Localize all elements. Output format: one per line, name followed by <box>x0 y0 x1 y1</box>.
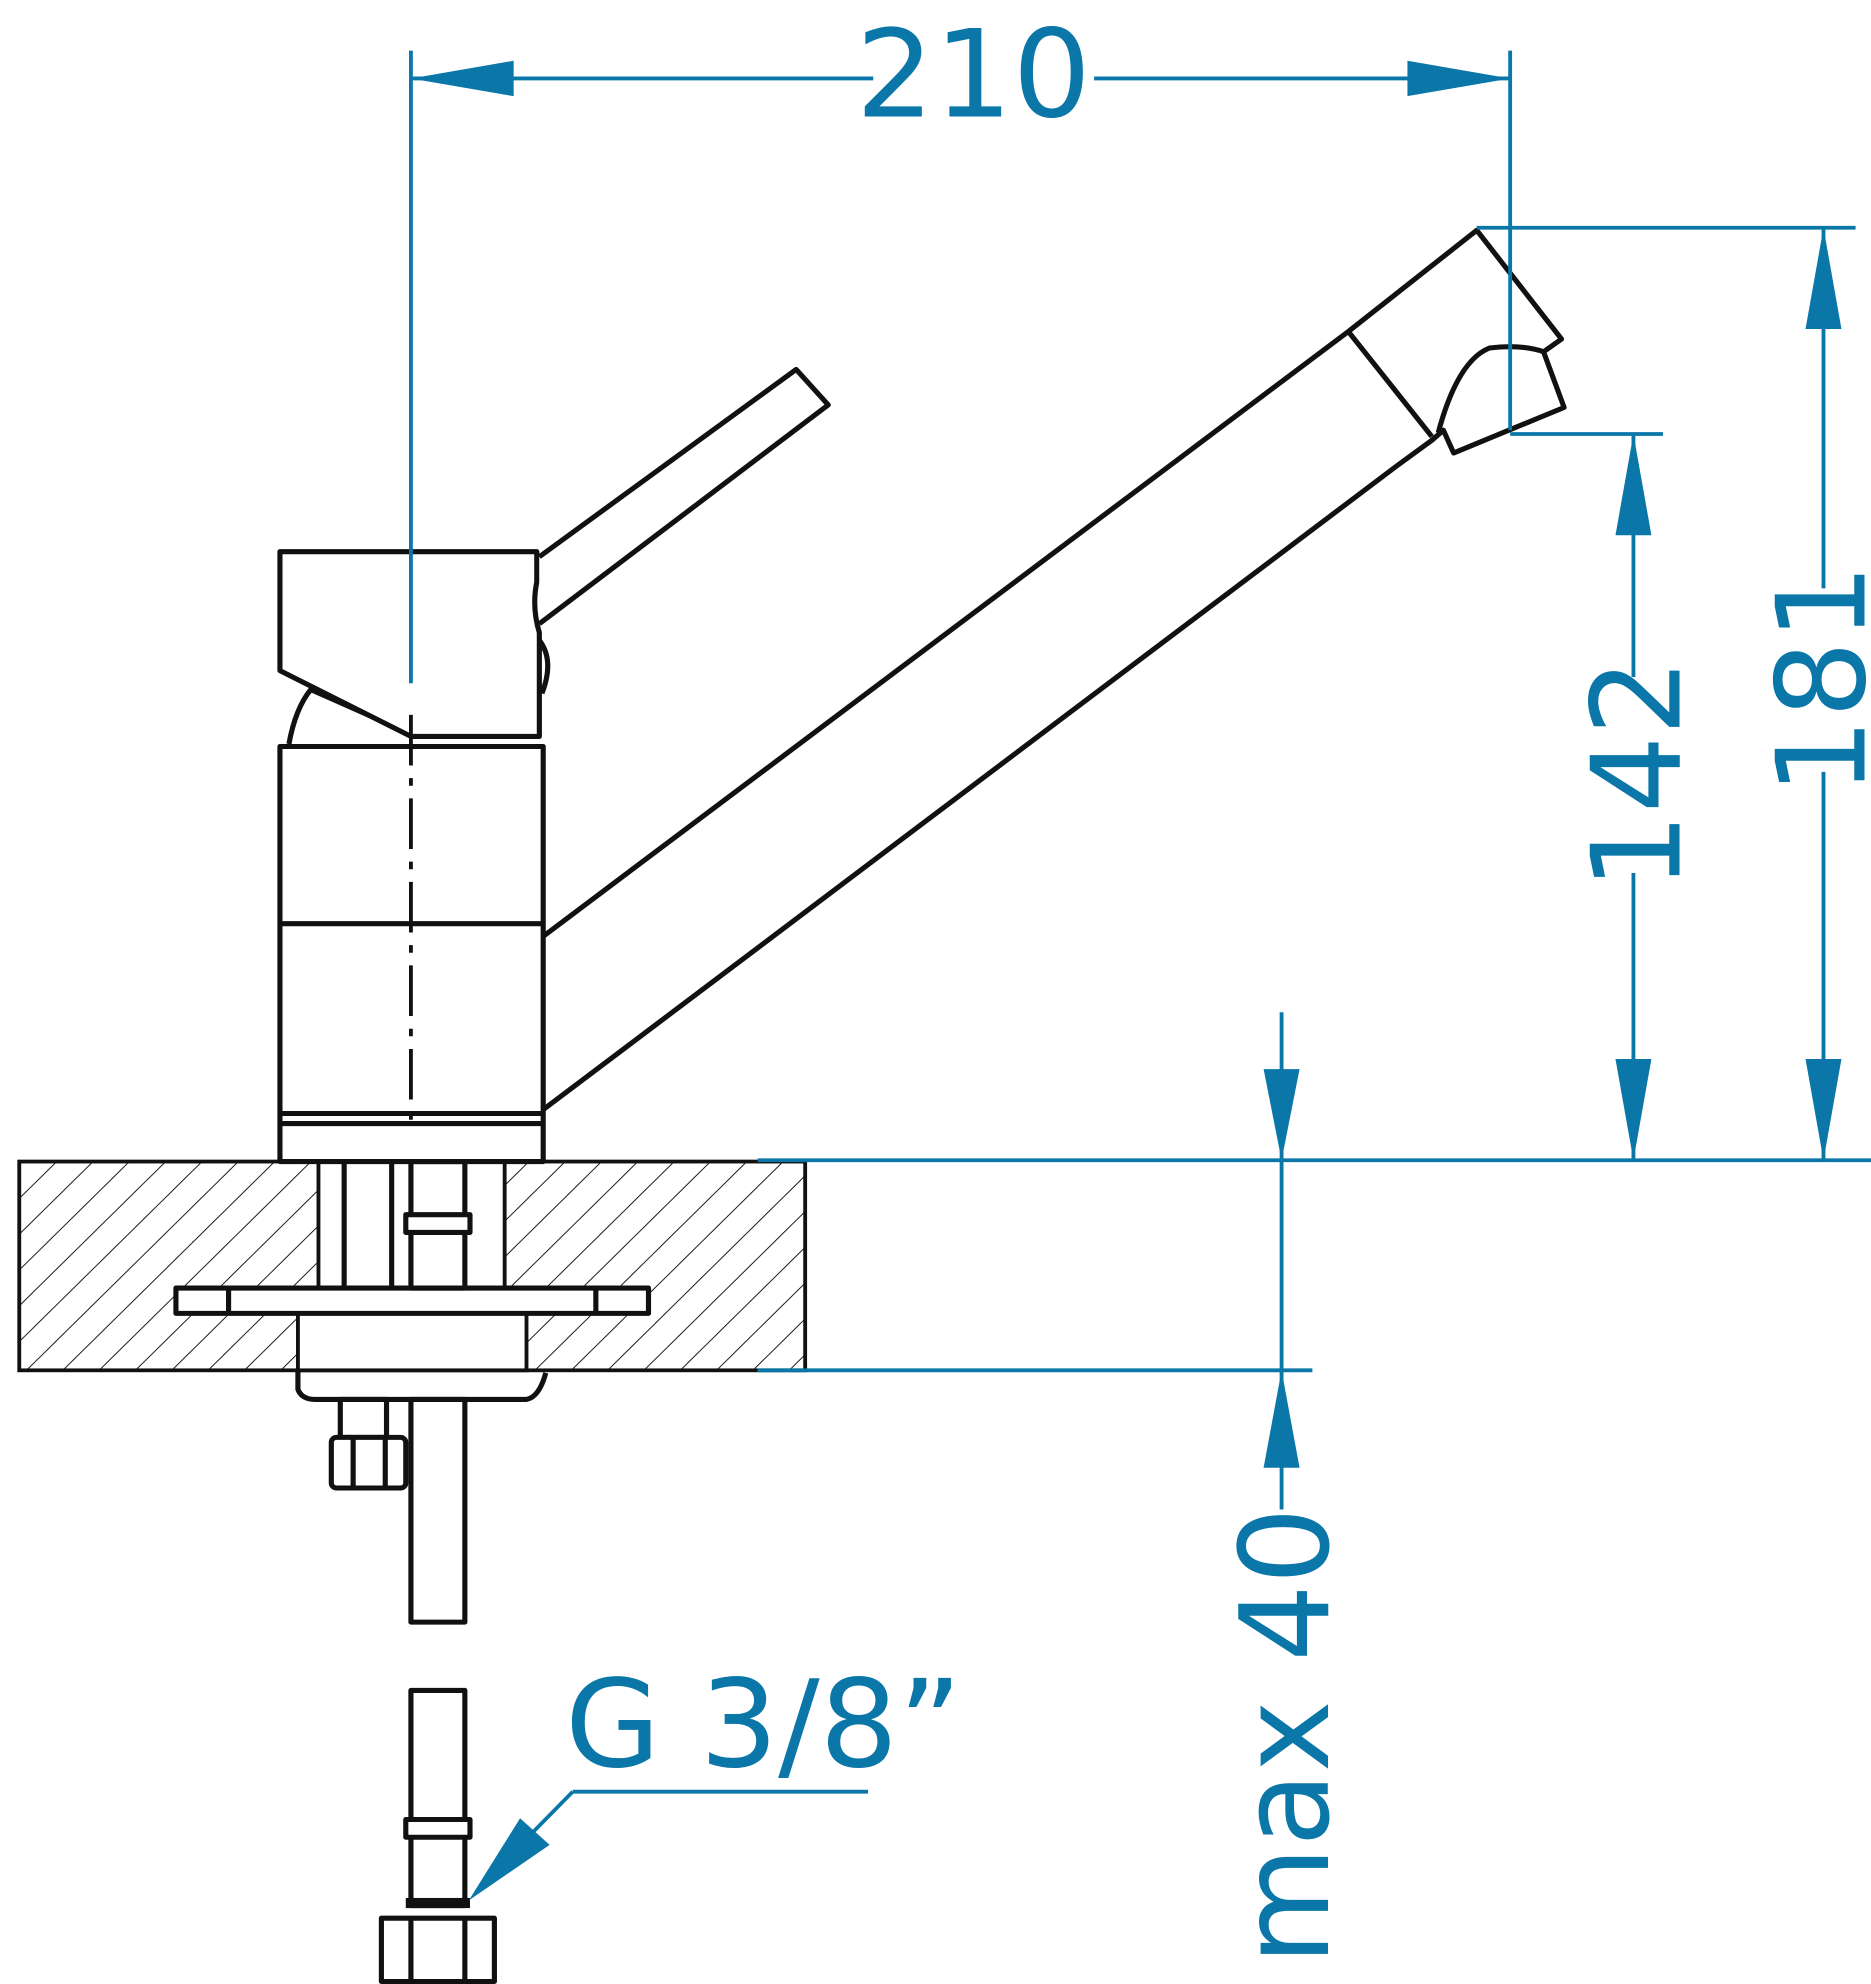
connection-callout: G 3/8” <box>468 1653 962 1901</box>
faucet-body <box>277 227 1567 1165</box>
dimension-countertop-thickness: max 40 <box>757 1012 1357 1965</box>
dimension-label-max-40: max 40 <box>1213 1507 1357 1965</box>
dimension-label-210: 210 <box>856 3 1091 145</box>
dimension-label-142: 142 <box>1565 658 1709 890</box>
dimension-spout-height: 142 <box>1510 432 1709 1161</box>
dimension-label-181: 181 <box>1750 564 1871 796</box>
connection-label: G 3/8” <box>565 1653 962 1795</box>
countertop-section <box>17 1159 808 1402</box>
dimension-total-height: 181 <box>757 225 1871 1163</box>
supply-hoses <box>328 1396 497 1984</box>
dimension-width: 210 <box>410 3 1513 431</box>
